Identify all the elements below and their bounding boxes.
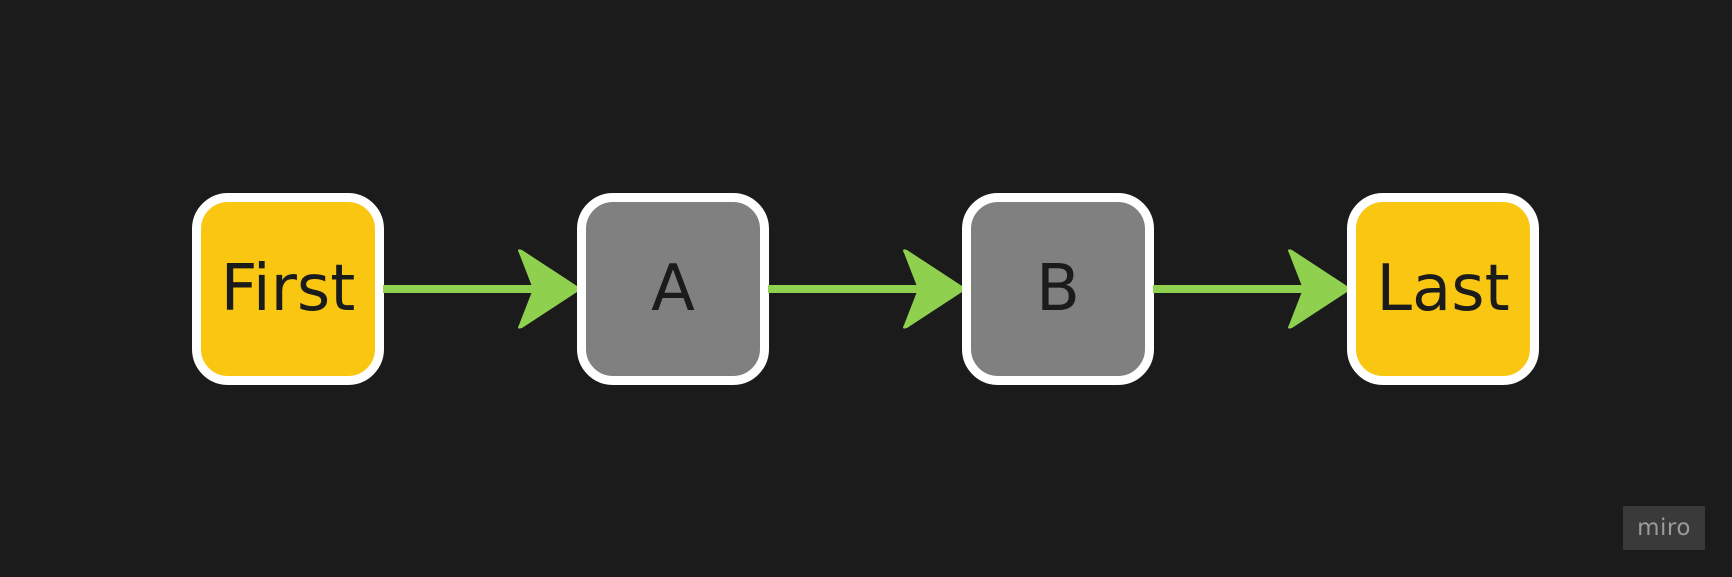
node-b-label: B xyxy=(1036,252,1080,326)
node-last-label: Last xyxy=(1376,252,1510,326)
node-a-label: A xyxy=(651,252,695,326)
node-a[interactable]: A xyxy=(577,193,769,385)
node-last[interactable]: Last xyxy=(1347,193,1539,385)
edge-first-to-a-arrowhead xyxy=(518,249,579,329)
edge-a-to-b[interactable] xyxy=(768,248,964,330)
edge-first-to-a[interactable] xyxy=(383,248,579,330)
node-b[interactable]: B xyxy=(962,193,1154,385)
edge-a-to-b-arrowhead xyxy=(903,249,964,329)
edge-b-to-last[interactable] xyxy=(1153,248,1349,330)
node-first[interactable]: First xyxy=(192,193,384,385)
edge-b-to-last-arrowhead xyxy=(1288,249,1349,329)
node-first-label: First xyxy=(220,252,356,326)
miro-watermark-label: miro xyxy=(1637,515,1691,541)
miro-watermark[interactable]: miro xyxy=(1623,506,1705,550)
